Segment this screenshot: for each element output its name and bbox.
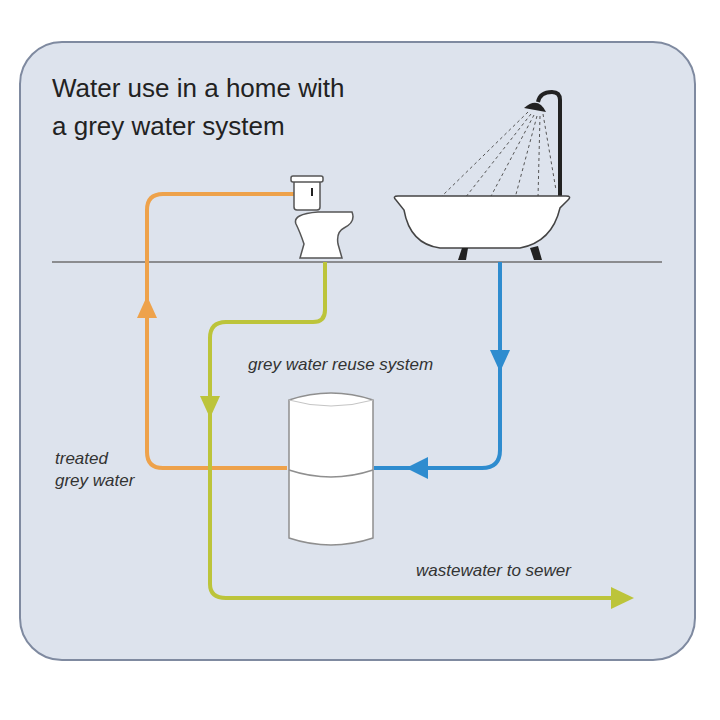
tub-foot [458, 248, 468, 260]
tank-outline [287, 388, 375, 550]
arrowhead [406, 457, 428, 479]
bathtub [394, 92, 569, 260]
floor-line [52, 261, 662, 263]
toilet-cistern [294, 180, 320, 210]
toilet [291, 176, 353, 258]
green-pipe [210, 262, 615, 598]
arrowhead [137, 296, 157, 318]
arrowhead [490, 350, 510, 372]
flow-label: wastewater to sewer [416, 560, 616, 582]
panel [20, 42, 695, 660]
reuse-tank: grey water reuse system [240, 354, 442, 552]
shower-riser [558, 108, 562, 200]
toilet-bowl [295, 212, 353, 258]
shower-spray [440, 112, 556, 198]
arrowheads [137, 296, 634, 609]
arrowhead [611, 587, 634, 609]
tub-body [394, 196, 569, 248]
tub-foot [530, 246, 542, 260]
orange-pipe [147, 194, 296, 468]
tank-label: grey water reuse system [248, 354, 433, 376]
flow-label: treated grey water [55, 448, 139, 492]
shower-head [524, 103, 546, 112]
diagram-title: Water use in a home with a grey water sy… [52, 70, 357, 145]
toilet-handle [311, 188, 313, 196]
pipes [147, 194, 615, 598]
toilet-lid [291, 176, 323, 182]
arrowhead [200, 396, 220, 418]
